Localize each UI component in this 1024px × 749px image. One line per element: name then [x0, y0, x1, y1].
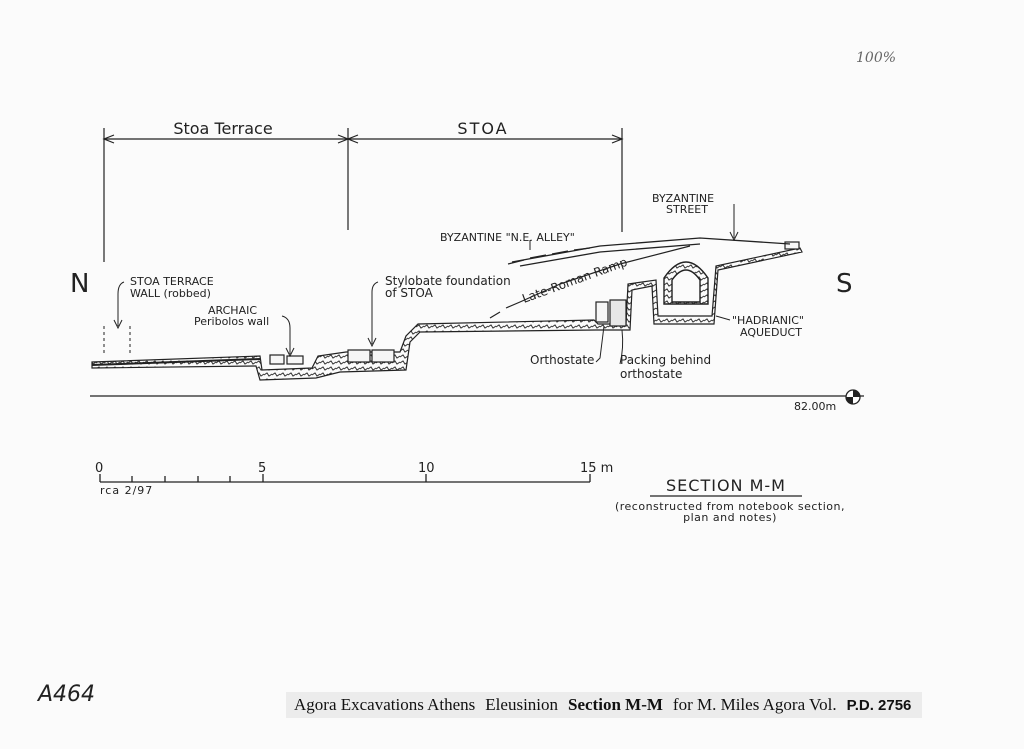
footer-caption: Agora Excavations Athens Eleusinion Sect…: [286, 692, 922, 718]
label-peribolos-1: ARCHAIC: [208, 304, 257, 317]
footer-purpose: for M. Miles Agora Vol.: [672, 695, 837, 714]
label-byzantine-street-2: STREET: [666, 203, 708, 216]
label-terrace-wall-1: STOA TERRACE: [130, 275, 214, 288]
label-stylobate-1: Stylobate foundation: [385, 274, 511, 288]
label-terrace-wall-2: WALL (robbed): [130, 287, 211, 300]
section-note-2: plan and notes): [683, 511, 777, 524]
label-orthostate: Orthostate: [530, 353, 594, 367]
scale-tick-5: 5: [258, 461, 266, 476]
scale-tick-15: 15 m: [580, 461, 613, 476]
span-stoa: STOA: [457, 119, 508, 138]
south-label: S: [836, 269, 853, 299]
span-stoa-terrace: Stoa Terrace: [173, 119, 272, 138]
catalog-number: A464: [38, 682, 96, 707]
footer-site: Eleusinion: [485, 695, 559, 714]
scale-tick-0: 0: [95, 461, 103, 476]
label-byzantine-street-1: BYZANTINE: [652, 192, 714, 205]
section-note-1: (reconstructed from notebook section,: [615, 500, 845, 513]
section-title: SECTION M-M: [666, 476, 786, 495]
label-late-roman-ramp: Late-Roman Ramp: [520, 255, 629, 306]
footer-pd-number: P.D. 2756: [846, 696, 912, 714]
stones: [269, 241, 800, 365]
label-byzantine-alley: BYZANTINE "N.E. ALLEY": [440, 231, 575, 244]
dimension-lines: [102, 128, 624, 262]
label-peribolos-2: Peribolos wall: [194, 315, 269, 328]
leader-lines: [113, 281, 731, 365]
label-aqueduct-2: AQUEDUCT: [740, 326, 802, 339]
scale-tick-10: 10: [418, 461, 435, 476]
corner-note: 100%: [856, 50, 897, 66]
aqueduct: [663, 261, 709, 305]
label-stylobate-2: of STOA: [385, 286, 434, 300]
datum-icon: [845, 389, 861, 405]
label-packing-2: orthostate: [620, 367, 682, 381]
label-packing-1: Packing behind: [620, 353, 711, 367]
terrace-wall-marks: [103, 326, 131, 356]
datum-label: 82.00m: [794, 400, 836, 413]
north-label: N: [70, 269, 89, 299]
label-aqueduct-1: "HADRIANIC": [732, 314, 804, 327]
upper-lines: [489, 204, 791, 319]
scale-bar: [99, 474, 591, 483]
scale-credit: rca 2/97: [100, 484, 153, 497]
footer-section: Section M-M: [568, 695, 663, 714]
footer-project: Agora Excavations Athens: [294, 695, 476, 714]
